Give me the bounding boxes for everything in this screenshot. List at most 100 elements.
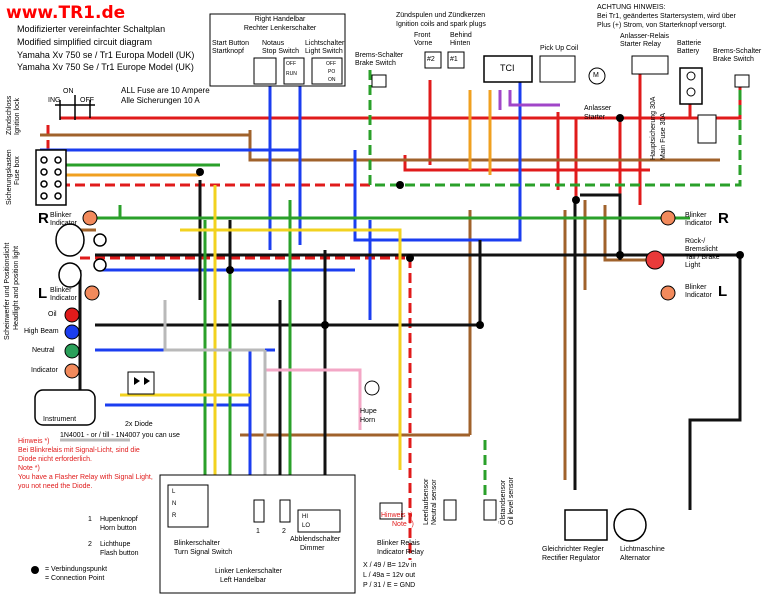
horn-button-num[interactable]: 1 [256, 528, 260, 535]
lamp-indicator-label: Indicator [31, 367, 58, 374]
pickup-coil-box [539, 55, 576, 83]
brake-switch-left-de: Brems-Schalter [355, 52, 404, 59]
instrument-box [34, 389, 96, 426]
turn-switch-R[interactable]: R [172, 513, 177, 519]
turn-switch-en: Turn Signal Switch [174, 549, 233, 556]
wire-purple [498, 90, 560, 110]
flasher-pin-p: P / 31 / E = GND [363, 582, 416, 589]
dimmer-HI[interactable]: HI [302, 514, 308, 520]
fuse-box-shape [35, 149, 67, 206]
turn-switch-N[interactable]: N [172, 501, 177, 507]
header-model-2: Yamaha Xv 750 Se / Tr1 Europe Model (UK) [17, 62, 194, 72]
tci-label: TCI [500, 63, 515, 73]
diode-note: 1N4001 - or / till - 1N4007 you can use [60, 432, 180, 439]
ignition-lock-en: Ignition lock [14, 98, 21, 135]
light-on[interactable]: ON [328, 77, 336, 83]
tail-light-1: Rück-/ [685, 238, 706, 245]
front-right-en: Indicator [50, 220, 77, 227]
ignition-off: OFF [80, 97, 94, 104]
legend-flash-en: Flash button [100, 550, 139, 557]
pickup-coil-label: Pick Up Coil [540, 45, 579, 52]
turn-switch-de: Blinkerschalter [174, 540, 220, 547]
horn-de: Hupe [360, 408, 377, 415]
starter-relay-de: Anlasser-Relais [620, 33, 670, 40]
fuse-box-de: Sicherungskasten [6, 149, 13, 205]
main-fuse-de: Hauptsicherung 30A [650, 96, 657, 160]
fuse-box-en: Fuse box [14, 156, 21, 185]
ignition-lock-de: Zündschloss [6, 95, 13, 135]
ignition-ing: ING [48, 97, 61, 104]
starter-de: Anlasser [584, 105, 612, 112]
tail-light-2: Bremslicht [685, 246, 718, 253]
horn-shape [364, 380, 380, 396]
diode-label: 2x Diode [125, 421, 153, 428]
fuse-note-2: Alle Sicherungen 10 A [121, 96, 200, 105]
wire-green-dashed [368, 70, 742, 510]
light-switch-label-2: Light Switch [305, 48, 343, 55]
regulator-de: Gleichrichter Regler [542, 546, 604, 553]
starter-relay-en: Starter Relay [620, 41, 661, 48]
alternator-en: Alternator [620, 555, 651, 562]
dimmer-de: Abblendschalter [290, 536, 341, 543]
dimmer-LO[interactable]: LO [302, 523, 311, 529]
flasher-relay-de: Blinker Relais [377, 540, 420, 547]
ignition-coils-de: Zündspulen und Zündkerzen [396, 12, 486, 19]
hinweis-2: Bei Blinkrelais mit Signal-Licht, sind d… [18, 447, 140, 454]
front-de: Front [414, 32, 431, 39]
legend-flash-de: Lichthupe [100, 541, 131, 548]
lamp-high-beam [64, 324, 80, 340]
relay-note-2: Note *) [392, 521, 414, 528]
rear-right-R: R [718, 210, 729, 227]
flasher-relay-en: Indicator Relay [377, 549, 424, 556]
light-po[interactable]: PO [328, 69, 336, 75]
instrument-label: Instrument [43, 416, 77, 423]
oil-sensor-en: Oil level sensor [508, 477, 515, 525]
headlight-shape [55, 223, 107, 288]
regulator-en: Rectifier Regulator [542, 555, 600, 562]
rear-left-L: L [718, 283, 728, 300]
hinweis-1: Hinweis *) [18, 438, 50, 445]
front-right-R: R [38, 210, 49, 227]
flash-button-num[interactable]: 2 [282, 528, 286, 535]
oil-sensor-shape [483, 499, 497, 521]
rear-right-de: Blinker [685, 212, 707, 219]
bulb-front-right [82, 210, 98, 226]
alternator-de: Lichtmaschine [620, 546, 665, 553]
flasher-pin-x: X / 49 / B= 12v in [363, 562, 417, 569]
stop-off[interactable]: OFF [286, 61, 296, 67]
header-title-en: Modified simplified circuit diagram [17, 37, 153, 47]
front-left-L: L [38, 285, 48, 302]
stop-switch-label-1: Notaus [262, 40, 285, 47]
battery-en: Battery [677, 48, 700, 55]
legend-horn-en: Horn button [100, 525, 137, 532]
brake-switch-right-en: Brake Switch [713, 56, 754, 63]
rear-en: Hinten [450, 40, 471, 47]
hinweis-4: Note *) [18, 465, 40, 472]
tail-light-3: Tail / Brake [685, 254, 720, 261]
front-right-de: Blinker [50, 212, 72, 219]
lamp-oil-label: Oil [48, 311, 57, 318]
brake-switch-right-de: Brems-Schalter [713, 48, 762, 55]
stop-switch-label-2: Stop Switch [262, 48, 299, 55]
main-fuse-box [697, 114, 717, 144]
lamp-neutral-label: Neutral [32, 347, 55, 354]
turn-switch-L[interactable]: L [172, 489, 176, 495]
wire-red-2 [403, 70, 692, 190]
battery-de: Batterie [677, 40, 702, 47]
tail-light-4: Light [685, 262, 701, 269]
rear-left-de: Blinker [685, 284, 707, 291]
site-logo[interactable]: www.TR1.de [6, 3, 126, 23]
rear-de: Behind [450, 32, 472, 39]
starter-motor-shape [588, 67, 606, 85]
dimmer-en: Dimmer [300, 545, 325, 552]
achtung-line-2: Plus (+) Strom, von Starterknopf versorg… [597, 22, 727, 29]
stop-run[interactable]: RUN [286, 71, 297, 77]
rear-left-en: Indicator [685, 292, 712, 299]
light-off[interactable]: OFF [326, 61, 336, 67]
light-switch-label-1: Lichtschalter [305, 40, 345, 47]
hinweis-5: You have a Flasher Relay with Signal Lig… [18, 474, 153, 481]
wire-green [40, 163, 690, 520]
front-left-de: Blinker [50, 287, 72, 294]
neutral-sensor-shape [443, 499, 457, 521]
